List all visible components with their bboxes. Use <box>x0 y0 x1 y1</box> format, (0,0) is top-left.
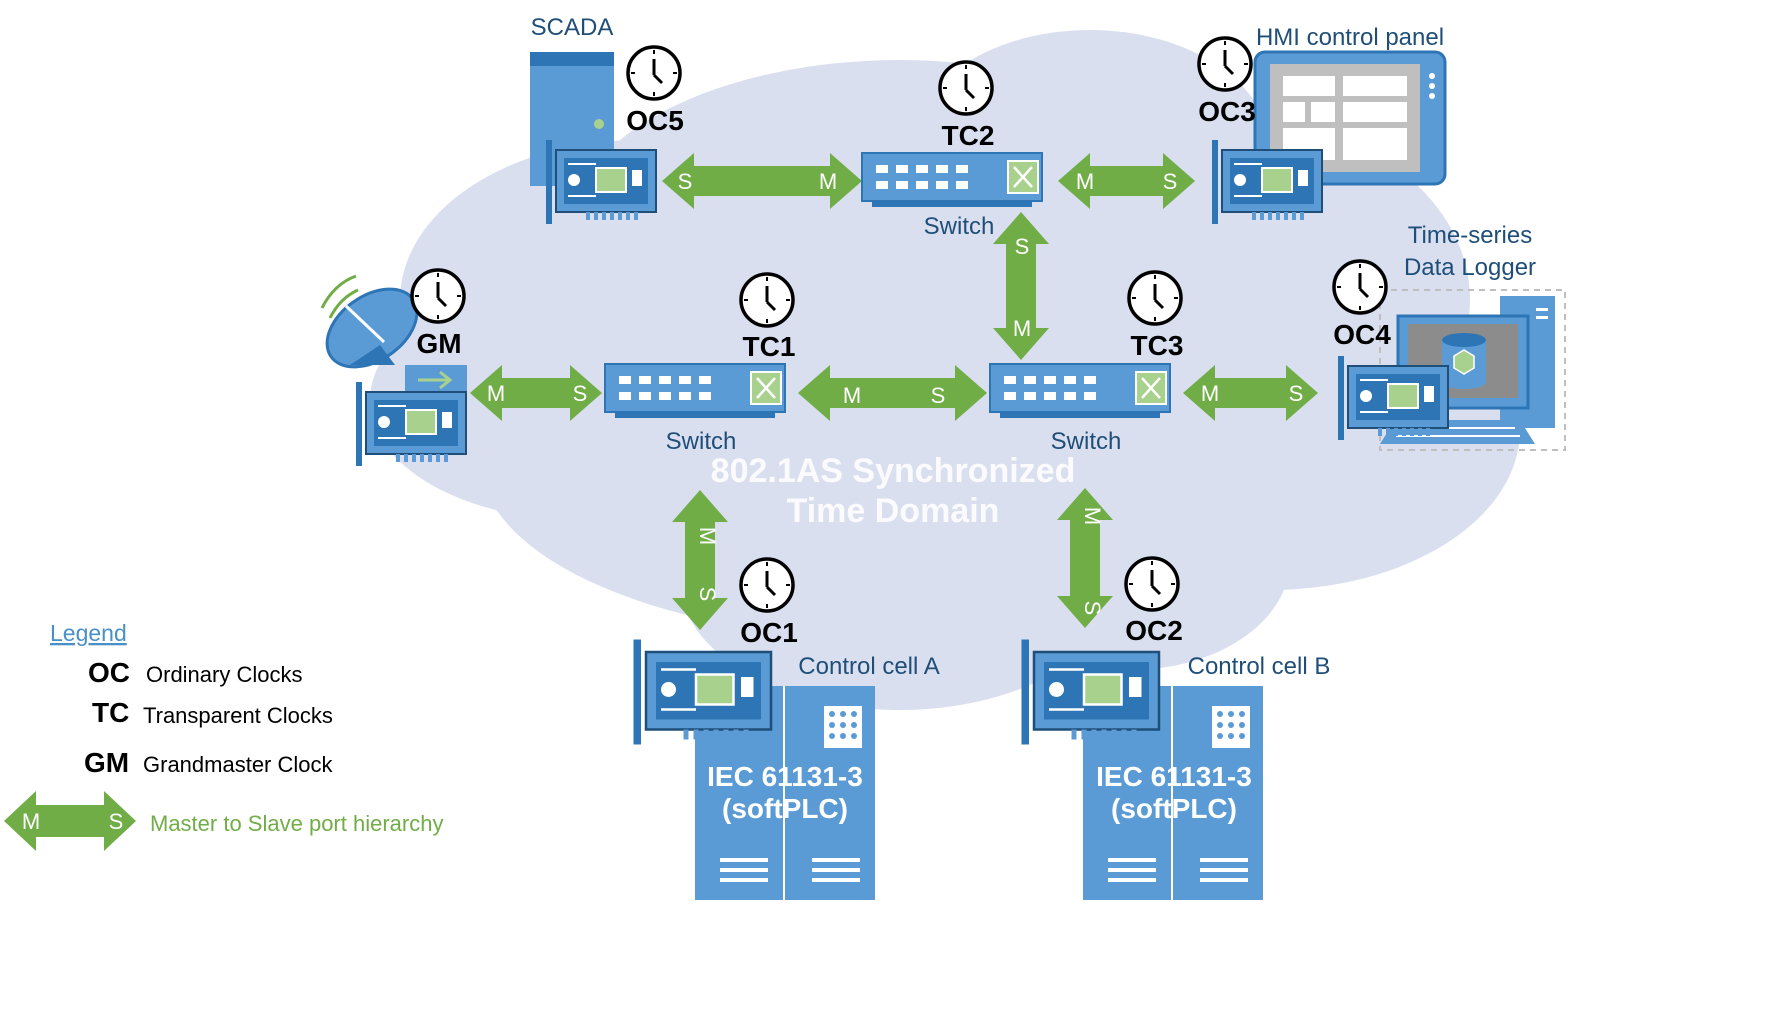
clock-oc1-label: OC1 <box>740 617 798 648</box>
link-gm-tc1: M S <box>470 365 602 421</box>
cloud-title-line1: 802.1AS Synchronized <box>711 452 1076 490</box>
link-tc2-tc3: S M <box>993 212 1049 360</box>
clock-oc4-label: OC4 <box>1333 319 1391 350</box>
switch-tc3-label: Switch <box>1051 428 1122 455</box>
port-slave-label: S <box>1080 601 1105 616</box>
legend-oc-abbr: OC <box>88 657 130 688</box>
link-tc1-oc1: M S <box>672 490 728 630</box>
plc-b-label-line1: IEC 61131-3 <box>1096 761 1252 792</box>
port-slave-label: S <box>1163 169 1178 194</box>
clock-oc3-label: OC3 <box>1198 96 1256 127</box>
port-slave-label: S <box>678 169 693 194</box>
legend-gm-abbr: GM <box>84 747 129 778</box>
hmi-panel: HMI control panel <box>1211 24 1447 225</box>
clock-tc1-label: TC1 <box>743 331 796 362</box>
network-card-icon <box>1211 139 1323 225</box>
legend-arrow: M S <box>4 791 136 851</box>
port-slave-label: S <box>1015 234 1030 259</box>
port-master-label: M <box>843 383 861 408</box>
database-icon <box>1442 333 1486 389</box>
switch-icon <box>603 362 787 420</box>
network-card-icon <box>1020 638 1161 746</box>
port-slave-label: S <box>109 809 124 834</box>
clock-icon <box>739 557 795 613</box>
port-master-label: M <box>819 169 837 194</box>
clock-icon <box>1124 556 1180 612</box>
logger-label-line1: Time-series <box>1408 222 1532 249</box>
link-tc2-oc3: M S <box>1058 153 1195 209</box>
network-card-icon <box>355 381 467 467</box>
clock-icon <box>626 45 682 101</box>
link-tc3-oc4: M S <box>1183 365 1318 421</box>
network-card-icon <box>1337 355 1449 441</box>
port-master-label: M <box>1076 169 1094 194</box>
switch-icon <box>988 362 1172 420</box>
port-slave-label: S <box>1289 381 1304 406</box>
clock-gm-label: GM <box>416 328 461 359</box>
logger-label-line2: Data Logger <box>1404 254 1536 281</box>
legend: Legend OC Ordinary Clocks TC Transparent… <box>4 620 443 851</box>
link-oc5-tc2: S M <box>662 153 862 209</box>
clock-oc2-label: OC2 <box>1125 615 1183 646</box>
clock-tc3-label: TC3 <box>1131 330 1184 361</box>
network-card-icon <box>545 139 657 225</box>
port-slave-label: S <box>931 383 946 408</box>
satellite-dish-icon <box>320 274 419 369</box>
port-master-label: M <box>1013 316 1031 341</box>
cell-a-label: Control cell A <box>798 653 939 680</box>
clock-icon <box>1197 36 1253 92</box>
switch-icon <box>860 151 1044 209</box>
clock-icon <box>1127 270 1183 326</box>
scada-server: SCADA <box>530 14 657 225</box>
link-tc3-oc2: M S <box>1057 488 1113 628</box>
legend-oc-desc: Ordinary Clocks <box>146 662 302 687</box>
clock-icon <box>739 272 795 328</box>
legend-gm-desc: Grandmaster Clock <box>143 752 334 777</box>
port-slave-label: S <box>695 587 720 602</box>
clock-tc2-label: TC2 <box>942 120 995 151</box>
legend-title: Legend <box>50 620 127 646</box>
port-slave-label: S <box>573 381 588 406</box>
hmi-label: HMI control panel <box>1256 24 1444 51</box>
port-master-label: M <box>487 381 505 406</box>
clock-icon <box>938 60 994 116</box>
clock-icon <box>410 268 466 324</box>
cloud-title-line2: Time Domain <box>787 492 1000 530</box>
switch-tc1-label: Switch <box>666 428 737 455</box>
data-logger: Time-series Data Logger <box>1337 222 1566 451</box>
grandmaster <box>320 274 467 467</box>
port-master-label: M <box>22 809 40 834</box>
port-master-label: M <box>1080 507 1105 525</box>
plc-a-label-line2: (softPLC) <box>722 793 848 824</box>
legend-tc-desc: Transparent Clocks <box>143 703 333 728</box>
switch-tc2-label: Switch <box>924 213 995 240</box>
control-cell-a: IEC 61131-3 (softPLC) Control cell A <box>632 638 940 900</box>
link-tc1-tc3: M S <box>798 365 987 421</box>
plc-a-label-line1: IEC 61131-3 <box>707 761 863 792</box>
clock-icon <box>1332 259 1388 315</box>
clock-oc5-label: OC5 <box>626 105 684 136</box>
network-card-icon <box>632 638 773 746</box>
port-master-label: M <box>695 527 720 545</box>
control-cell-b: IEC 61131-3 (softPLC) Control cell B <box>1020 638 1331 900</box>
legend-arrow-desc: Master to Slave port hierarchy <box>150 811 443 836</box>
legend-tc-abbr: TC <box>92 697 129 728</box>
plc-b-label-line2: (softPLC) <box>1111 793 1237 824</box>
scada-label: SCADA <box>531 14 614 41</box>
port-master-label: M <box>1201 381 1219 406</box>
cell-b-label: Control cell B <box>1188 653 1331 680</box>
